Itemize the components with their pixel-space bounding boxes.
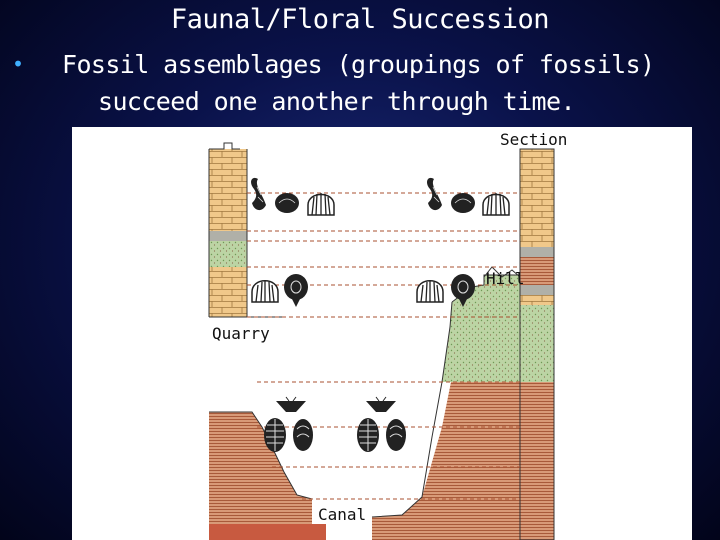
- gastropod-fossil-icon: [427, 177, 442, 211]
- quarry-green-shale: [209, 241, 247, 267]
- quarry-label: Quarry: [212, 324, 270, 343]
- ammonite-fossil-icon: [451, 274, 475, 300]
- fossil-assemblage-a-quarry: [251, 177, 335, 216]
- faunal-succession-diagram: Section Hill Quarry Canal: [72, 127, 692, 540]
- canal-water: [209, 524, 326, 540]
- slide-title: Faunal/Floral Succession: [170, 4, 550, 35]
- quarry-cliff: [208, 142, 282, 318]
- fossil-assemblage-c-canal: [264, 396, 313, 452]
- fossil-assemblage-b-hill: [416, 274, 475, 307]
- clam-fossil-icon: [275, 193, 299, 213]
- fossil-assemblage-c-hill: [357, 396, 406, 452]
- ammonite-fossil-icon: [284, 274, 308, 300]
- coral-fossil-icon: [366, 401, 396, 412]
- bullet-text-line-1: Fossil assemblages (groupings of fossils…: [62, 50, 655, 79]
- quarry-limestone-upper: [209, 149, 247, 231]
- quarry-limestone-lower: [209, 267, 247, 317]
- section-label: Section: [500, 130, 567, 149]
- bullet-icon: •: [12, 52, 24, 76]
- hill-label: Hill: [486, 269, 525, 288]
- gastropod-fossil-icon: [251, 177, 266, 211]
- brachiopod-oval-fossil-icon: [386, 419, 406, 451]
- quarry-gray-bed: [209, 231, 247, 241]
- canal-label: Canal: [318, 505, 366, 524]
- brachiopod-oval-fossil-icon: [293, 419, 313, 451]
- coral-fossil-icon: [276, 401, 306, 412]
- fossil-assemblage-a-hill: [427, 177, 510, 216]
- section-column: [519, 148, 555, 540]
- fossil-assemblage-b-quarry: [251, 274, 308, 307]
- clam-fossil-icon: [451, 193, 475, 213]
- bullet-text-line-2: succeed one another through time.: [98, 87, 576, 116]
